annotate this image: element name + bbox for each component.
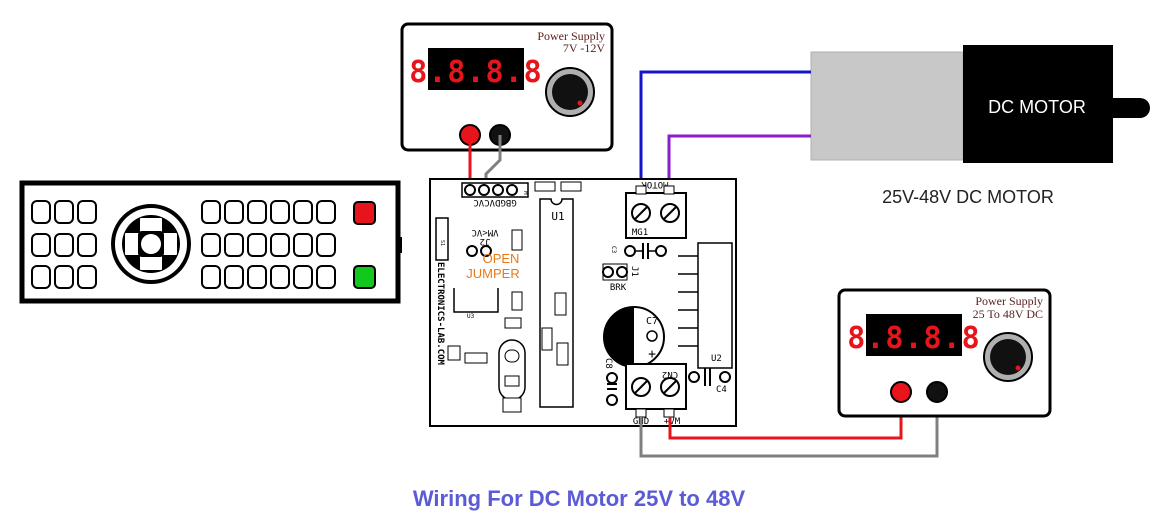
resistor-r2: [511, 229, 523, 251]
resistor-r-top-1: [534, 181, 556, 192]
green-key: [353, 265, 376, 289]
cap-c4: C4: [688, 368, 731, 395]
board-vertical-text: ELECTRONICS-LAB.COM: [435, 262, 445, 366]
psu-logic-knob-icon: [545, 67, 595, 117]
resistor-r5: [464, 352, 488, 364]
dc-motor: DC MOTOR: [810, 45, 1150, 163]
u1-label: U1: [551, 210, 564, 223]
c4-label: C4: [716, 385, 727, 395]
wire-motor-blue: [639, 70, 811, 190]
psu-motor-red-terminal: [890, 381, 912, 403]
resistor-r6: [447, 345, 461, 361]
red-key: [353, 201, 376, 225]
cap-c7: C7 +: [603, 306, 665, 368]
motor-label: DC MOTOR: [988, 97, 1086, 117]
header-label: GBGDVCVC: [473, 197, 516, 207]
u3-label: U3: [467, 313, 475, 320]
cap-c1: [511, 291, 523, 311]
power-supply-motor: Power Supply 25 To 48V DC 8.8.8.8: [837, 288, 1052, 418]
jumper-j1: J1 BRK: [602, 263, 639, 293]
remote-control: [19, 180, 402, 304]
vm-label: +VM: [664, 417, 681, 427]
header-ref: M: [522, 191, 529, 195]
motor-caption: 25V-48V DC MOTOR: [882, 187, 1054, 207]
resistor-r-top-2: [560, 181, 582, 192]
switch-s1-label: S1: [439, 240, 445, 246]
motor-terminal-mg1: MOTOR MG1: [625, 179, 687, 239]
cap-c3: C3: [610, 243, 667, 259]
jumper-label: VM<VC: [471, 227, 498, 237]
motor-conn-label: MOTOR: [641, 179, 669, 189]
controller-board: GBGDVCVC M ELECTRONICS-LAB.COM S1 VM<VC …: [429, 178, 737, 427]
psu-logic-display-digits: 8.8.8.8: [409, 55, 542, 90]
psu-motor-voltage: 25 To 48V DC: [973, 307, 1043, 321]
u2-label: U2: [711, 354, 722, 364]
remote-left-keys: [31, 200, 97, 289]
c3-label: C3: [610, 246, 617, 254]
jumper-ref: J2: [480, 236, 491, 246]
psu-logic-voltage: 7V -12V: [563, 41, 605, 55]
jumper-text: JUMPER: [466, 266, 519, 281]
psu-motor-knob-icon: [983, 332, 1033, 382]
remote-right-keys: [201, 200, 336, 289]
power-terminal-cn2: CN2 GND +VM: [625, 363, 687, 427]
c7-label: C7: [646, 316, 658, 327]
j1-label: J1: [629, 266, 639, 277]
dpad-icon: [111, 204, 191, 284]
cap-c5: [554, 292, 567, 316]
crystal-component: [498, 339, 526, 413]
switch-s1: [435, 217, 449, 261]
psu-motor-display: [866, 314, 962, 356]
motor-wire-clip-blue: [635, 185, 647, 195]
brk-label: BRK: [610, 283, 627, 293]
jumper-j2: [466, 245, 492, 257]
psu-motor-display-digits: 8.8.8.8: [847, 321, 980, 356]
wire-motor-psu-black: [639, 392, 939, 458]
cap-c6: [504, 317, 522, 329]
psu-logic-display: [428, 48, 524, 90]
diagram-title: Wiring For DC Motor 25V to 48V: [412, 486, 746, 511]
mg1-label: MG1: [632, 228, 648, 238]
heatsink-u2: U2: [678, 242, 733, 369]
cap-c8: C8: [603, 358, 618, 406]
psu-motor-title: Power Supply: [975, 294, 1043, 308]
cn2-label: CN2: [662, 369, 678, 379]
resistor-r4: [541, 327, 553, 351]
power-header: GBGDVCVC M: [461, 182, 529, 207]
psu-logic-title: Power Supply: [537, 29, 605, 43]
wire-motor-purple: [667, 134, 811, 190]
psu-motor-black-terminal: [926, 381, 948, 403]
c8-label: C8: [603, 358, 613, 369]
cap-c2: [556, 342, 569, 366]
open-text: OPEN: [483, 251, 520, 266]
motor-wire-clip-purple: [663, 185, 675, 195]
power-supply-logic: Power Supply 7V -12V 8.8.8.8: [400, 22, 614, 152]
c7-plus: +: [648, 347, 656, 362]
regulator-u3: [453, 288, 499, 313]
